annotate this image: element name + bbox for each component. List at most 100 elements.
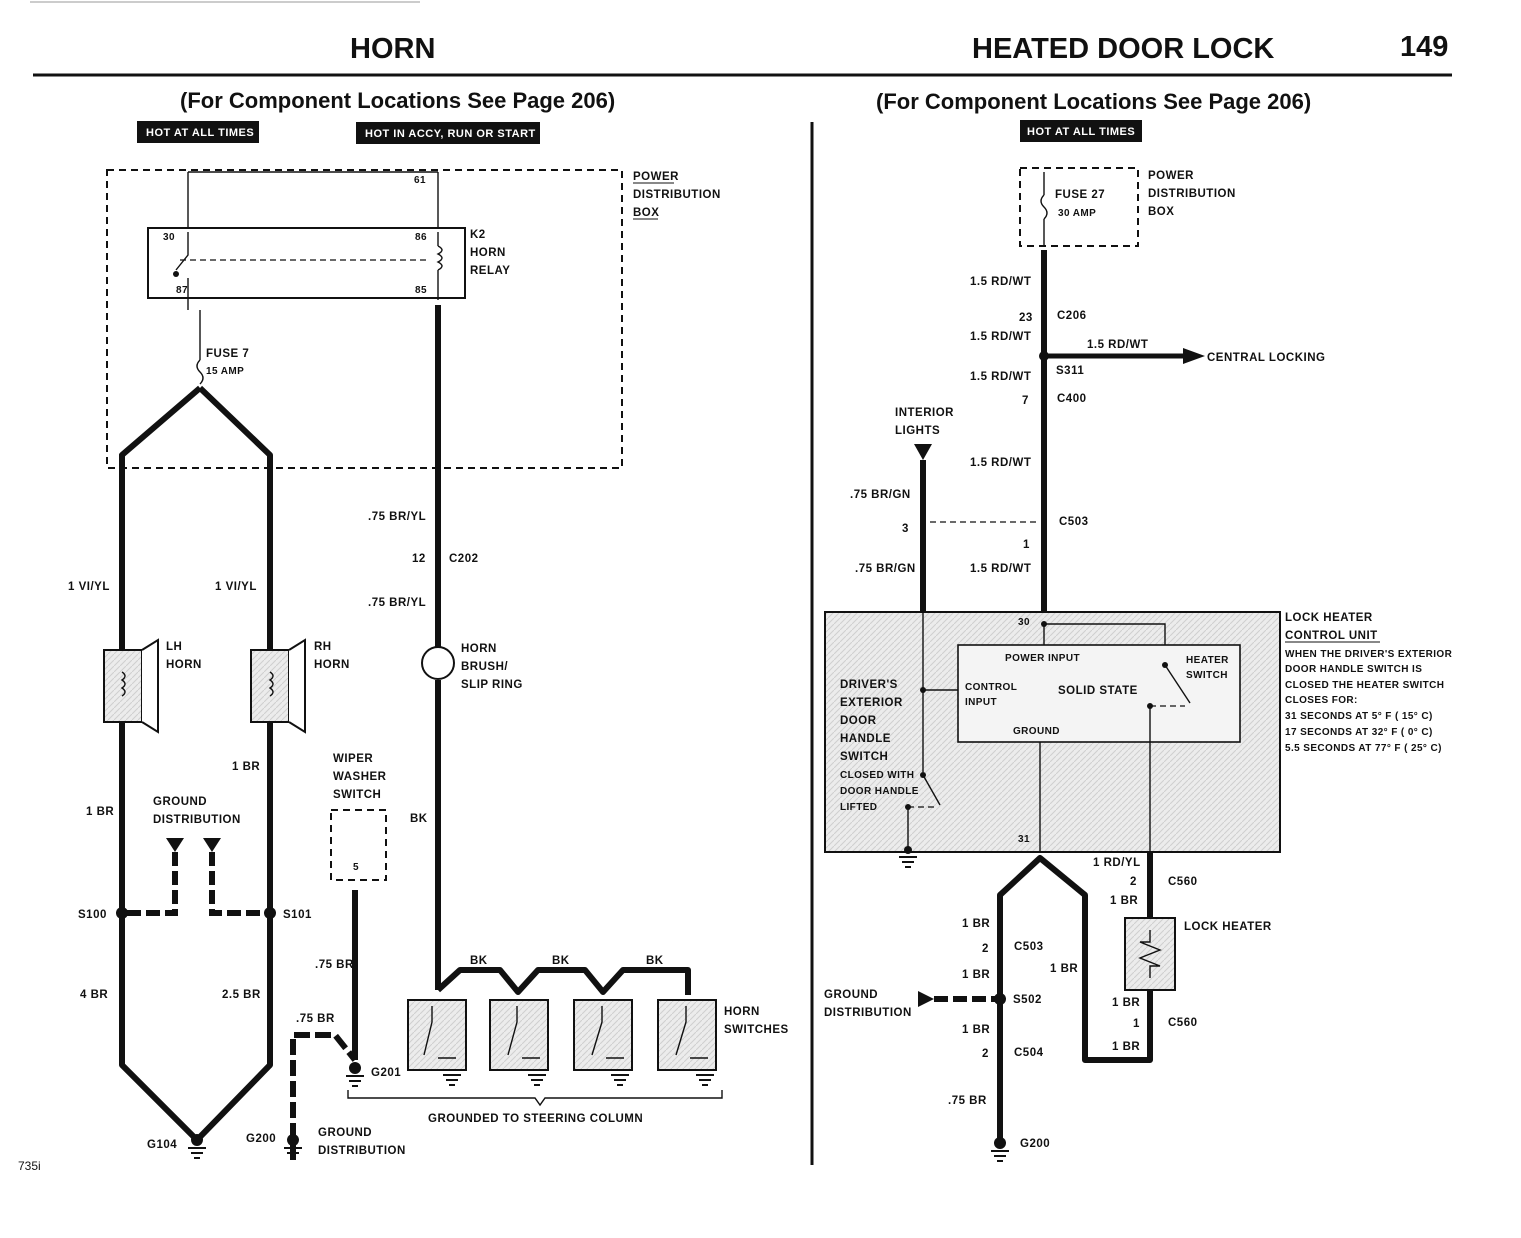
solid-state-label: SOLID STATE bbox=[1058, 685, 1138, 697]
lhcu-note-4: CLOSES FOR: bbox=[1285, 695, 1358, 706]
rdyl-label: 1 RD/YL bbox=[1093, 857, 1141, 869]
rh-horn-icon bbox=[250, 649, 290, 723]
lhcu-label-2: CONTROL UNIT bbox=[1285, 630, 1378, 642]
brgn-label-1: .75 BR/GN bbox=[850, 489, 911, 501]
dl-wire-2: 1.5 RD/WT bbox=[970, 331, 1031, 343]
door-switch-label-5: SWITCH bbox=[840, 751, 888, 763]
slip-ring-label-3: SLIP RING bbox=[461, 679, 523, 691]
lock-heater-label: LOCK HEATER bbox=[1184, 921, 1272, 933]
fuse-7-label: FUSE 7 bbox=[206, 348, 249, 360]
horn-switch-4 bbox=[657, 999, 717, 1086]
s101-label: S101 bbox=[283, 909, 312, 921]
c400-label: C400 bbox=[1057, 393, 1087, 405]
horn-switch-3 bbox=[573, 999, 633, 1086]
relay-label-1: K2 bbox=[470, 229, 486, 241]
door-switch-label-4: HANDLE bbox=[840, 733, 891, 745]
wire-1br-right: 1 BR bbox=[232, 761, 260, 773]
c503b-label: C503 bbox=[1014, 941, 1044, 953]
ground-label: GROUND bbox=[1013, 726, 1060, 737]
c504-pin: 2 bbox=[982, 1048, 989, 1060]
pin-61: 61 bbox=[414, 175, 426, 186]
dl-wire-branch: 1.5 RD/WT bbox=[1087, 339, 1148, 351]
s100-label: S100 bbox=[78, 909, 107, 921]
lhcu-label-1: LOCK HEATER bbox=[1285, 612, 1373, 624]
page-number: 149 bbox=[1400, 31, 1448, 63]
ground-dist-bottom-2: DISTRIBUTION bbox=[318, 1145, 406, 1157]
door-switch-note-3: LIFTED bbox=[840, 802, 877, 813]
dl-pdb-label-3: BOX bbox=[1148, 206, 1174, 218]
c206-label: C206 bbox=[1057, 310, 1087, 322]
horn-subtitle: (For Component Locations See Page 206) bbox=[180, 88, 615, 113]
doorlock-hot-tag bbox=[1020, 120, 1142, 142]
c206-pin: 23 bbox=[1019, 312, 1033, 324]
dl-pdb-label-2: DISTRIBUTION bbox=[1148, 188, 1236, 200]
lhcu-note-6: 17 SECONDS AT 32° F ( 0° C) bbox=[1285, 727, 1433, 738]
wire-1viyl-left: 1 VI/YL bbox=[68, 581, 110, 593]
fuse-27-amp: 30 AMP bbox=[1058, 208, 1096, 219]
rh-horn-label-1: RH bbox=[314, 641, 332, 653]
dl-g200-label: G200 bbox=[1020, 1138, 1050, 1150]
pin-1-label: 1 bbox=[1023, 539, 1030, 551]
hot-at-all-times-tag bbox=[137, 121, 259, 143]
steering-column-label: GROUNDED TO STEERING COLUMN bbox=[428, 1113, 643, 1125]
pin-30: 30 bbox=[163, 232, 175, 243]
dl-1br-b: 1 BR bbox=[962, 918, 990, 930]
page-header: HORN HEATED DOOR LOCK 149 (For Component… bbox=[18, 1, 1452, 1173]
g104-label: G104 bbox=[147, 1139, 177, 1151]
central-locking-label: CENTRAL LOCKING bbox=[1207, 352, 1325, 364]
fuse-27-icon bbox=[1040, 194, 1048, 220]
wiper-label-3: SWITCH bbox=[333, 789, 381, 801]
slip-ring-icon bbox=[421, 646, 455, 680]
c504-label: C504 bbox=[1014, 1047, 1044, 1059]
dl-75br: .75 BR bbox=[948, 1095, 987, 1107]
hot-in-accy-text: HOT IN ACCY, RUN OR START bbox=[365, 128, 536, 140]
dl-ground-dist-2: DISTRIBUTION bbox=[824, 1007, 912, 1019]
doorlock-hot-text: HOT AT ALL TIMES bbox=[1027, 126, 1135, 138]
wiper-label-2: WASHER bbox=[333, 771, 387, 783]
relay-coil bbox=[436, 232, 443, 300]
horn-switches-label-2: SWITCHES bbox=[724, 1024, 789, 1036]
wire-bk: BK bbox=[410, 813, 428, 825]
pin-3-label: 3 bbox=[902, 523, 909, 535]
dl-1br-e: 1 BR bbox=[1112, 997, 1140, 1009]
lhcu-note-5: 31 SECONDS AT 5° F ( 15° C) bbox=[1285, 711, 1433, 722]
lh-horn-label-1: LH bbox=[166, 641, 182, 653]
heater-switch-label-2: SWITCH bbox=[1186, 670, 1228, 681]
door-switch-label-2: EXTERIOR bbox=[840, 697, 903, 709]
lhcu-note-2: DOOR HANDLE SWITCH IS bbox=[1285, 664, 1422, 675]
pdb-label-1: POWER bbox=[633, 171, 679, 183]
wire-75br-b: .75 BR bbox=[296, 1013, 335, 1025]
lhcu-note-3: CLOSED THE HEATER SWITCH bbox=[1285, 680, 1444, 691]
bk-label-1: BK bbox=[470, 955, 488, 967]
pdb-label-2: DISTRIBUTION bbox=[633, 189, 721, 201]
door-lock-diagram: HOT AT ALL TIMES POWER DISTRIBUTION BOX … bbox=[824, 120, 1453, 1162]
horn-title: HORN bbox=[350, 33, 435, 65]
fuse-27-label: FUSE 27 bbox=[1055, 189, 1105, 201]
slip-ring-label-2: BRUSH/ bbox=[461, 661, 508, 673]
ground-dist-label-1: GROUND bbox=[153, 796, 207, 808]
horn-switch-2 bbox=[489, 999, 549, 1086]
rh-horn-label-2: HORN bbox=[314, 659, 350, 671]
heater-ground-loop bbox=[997, 852, 1153, 1138]
g201-label: G201 bbox=[371, 1067, 401, 1079]
ground-dist-bottom-1: GROUND bbox=[318, 1127, 372, 1139]
wiper-washer-switch-box bbox=[330, 809, 387, 881]
interior-lights-2: LIGHTS bbox=[895, 425, 940, 437]
pin-86: 86 bbox=[415, 232, 427, 243]
relay-label-2: HORN bbox=[470, 247, 506, 259]
c202-pin: 12 bbox=[412, 553, 426, 565]
dl-wire-3: 1.5 RD/WT bbox=[970, 371, 1031, 383]
solid-state-module bbox=[957, 644, 1241, 743]
c560b-pin: 1 bbox=[1133, 1018, 1140, 1030]
wire-75br-a: .75 BR bbox=[315, 959, 354, 971]
door-switch-label-3: DOOR bbox=[840, 715, 877, 727]
lhcu-note-1: WHEN THE DRIVER'S EXTERIOR bbox=[1285, 649, 1453, 660]
horn-switches-label-1: HORN bbox=[724, 1006, 760, 1018]
power-input-label: POWER INPUT bbox=[1005, 653, 1080, 664]
control-input-label-2: INPUT bbox=[965, 697, 997, 708]
c202-label: C202 bbox=[449, 553, 479, 565]
hot-at-all-times-text: HOT AT ALL TIMES bbox=[146, 127, 254, 139]
relay-label-3: RELAY bbox=[470, 265, 510, 277]
dl-1br-f: 1 BR bbox=[962, 1024, 990, 1036]
